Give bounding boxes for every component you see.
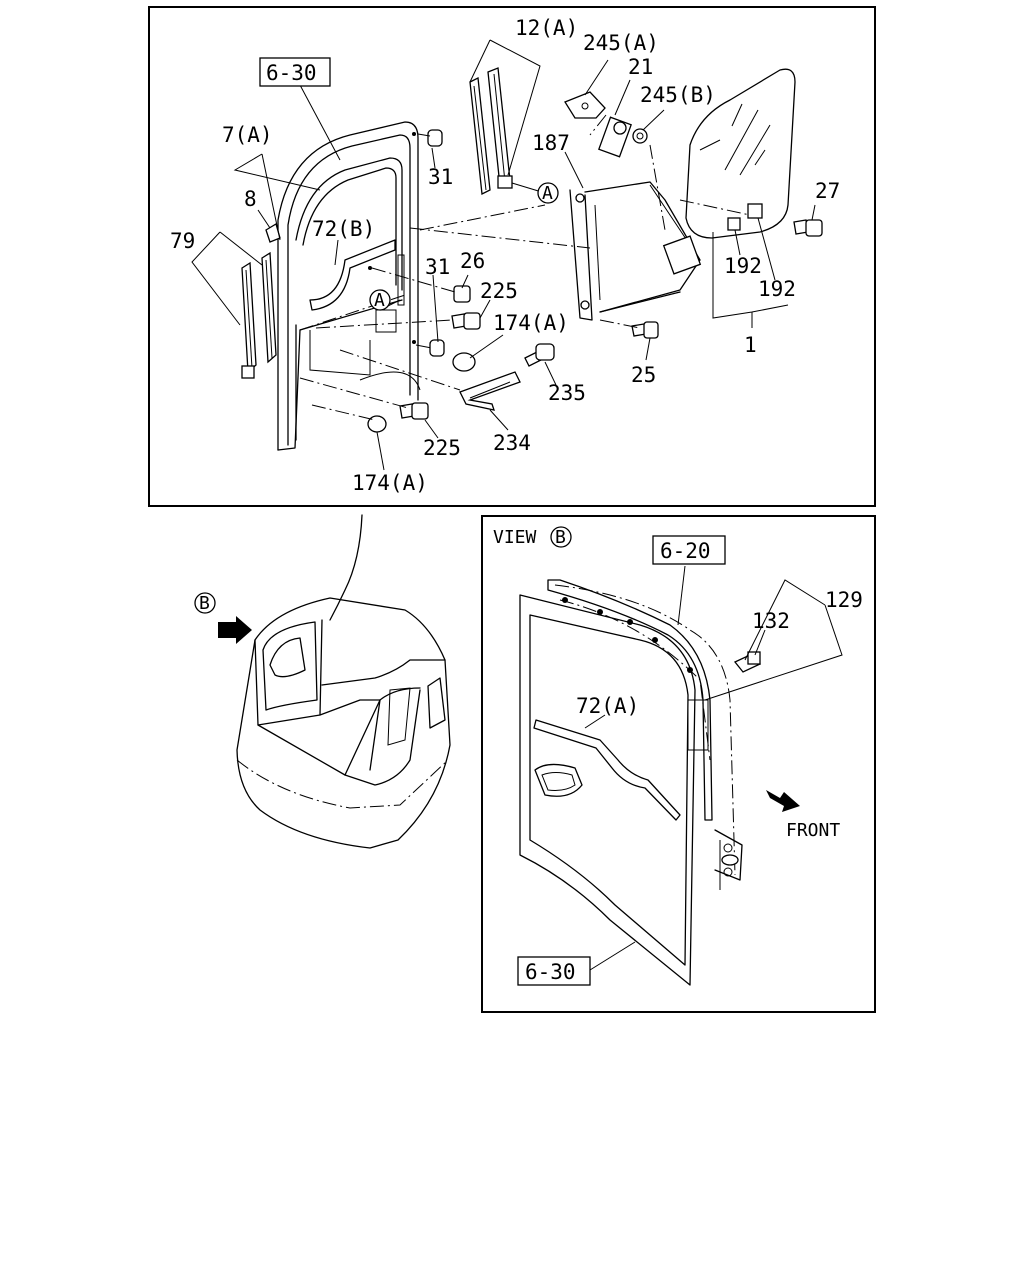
label-25: 25 — [631, 363, 656, 387]
label-174a-bottom: 174(A) — [352, 471, 428, 495]
circle-a-marker-right: A — [537, 182, 559, 204]
window-glass — [685, 68, 796, 239]
label-26: 26 — [460, 249, 485, 273]
bolt-225-a — [451, 312, 481, 330]
svg-text:B: B — [199, 593, 210, 614]
view-b-circle-marker: B — [550, 526, 572, 548]
ref-6-30-top: 6-30 — [266, 61, 317, 85]
label-72b: 72(B) — [312, 217, 375, 241]
door-view-b — [519, 579, 743, 986]
circle-a-marker-left: A — [369, 289, 391, 311]
ref-box-6-20 — [652, 535, 726, 565]
label-225-b: 225 — [423, 436, 461, 460]
label-12a: 12(A) — [515, 16, 578, 40]
ref-box-6-30-top — [259, 57, 331, 87]
clips-192 — [727, 203, 763, 231]
view-b-title: VIEW — [493, 527, 537, 548]
cab-overview — [236, 514, 451, 849]
assembly-lines — [299, 114, 641, 421]
bolt-25 — [631, 321, 659, 339]
label-79: 79 — [170, 229, 195, 253]
label-31-b: 31 — [425, 255, 450, 279]
ref-box-6-30-bottom — [517, 956, 591, 986]
label-7a: 7(A) — [222, 123, 273, 147]
ref-6-20: 6-20 — [660, 539, 711, 563]
view-b-leader-lines — [584, 565, 843, 971]
label-31-a: 31 — [428, 165, 453, 189]
bolt-235 — [524, 343, 555, 367]
exploded-view-frame — [148, 6, 876, 507]
label-192-a: 192 — [724, 254, 762, 278]
bumper-31 — [412, 129, 445, 357]
label-129: 129 — [825, 588, 863, 612]
label-187: 187 — [532, 131, 570, 155]
label-192-b: 192 — [758, 277, 796, 301]
label-245b: 245(B) — [640, 83, 716, 107]
view-b-arrow-marker: B — [194, 592, 252, 644]
glass-run-12a — [469, 67, 513, 196]
label-27: 27 — [815, 179, 840, 203]
label-234: 234 — [493, 431, 531, 455]
seal-strip-79 — [241, 251, 277, 379]
bracket-234 — [459, 371, 521, 411]
label-132: 132 — [752, 609, 790, 633]
motor-21 — [564, 91, 648, 158]
label-21: 21 — [628, 55, 653, 79]
cap-174a-bottom — [367, 415, 387, 433]
label-235: 235 — [548, 381, 586, 405]
label-1: 1 — [744, 333, 757, 357]
ref-6-30-bottom: 6-30 — [525, 960, 576, 984]
door-frame — [277, 121, 591, 451]
svg-text:B: B — [555, 527, 566, 548]
label-245a: 245(A) — [583, 31, 659, 55]
view-b-frame — [481, 515, 876, 1013]
arrow-right-icon — [218, 616, 252, 644]
label-174a-top: 174(A) — [493, 311, 569, 335]
front-arrow-icon — [766, 790, 800, 812]
svg-text:A: A — [374, 290, 385, 311]
bolt-225-b — [399, 402, 429, 420]
label-225-a: 225 — [480, 279, 518, 303]
nut-26 — [368, 266, 471, 303]
front-label: FRONT — [786, 820, 840, 841]
bolt-27 — [793, 219, 823, 237]
svg-text:A: A — [542, 183, 553, 204]
regulator-187 — [569, 144, 751, 321]
label-8: 8 — [244, 187, 257, 211]
cap-174a-top — [452, 352, 476, 372]
label-72a: 72(A) — [576, 694, 639, 718]
leader-lines — [191, 39, 816, 471]
